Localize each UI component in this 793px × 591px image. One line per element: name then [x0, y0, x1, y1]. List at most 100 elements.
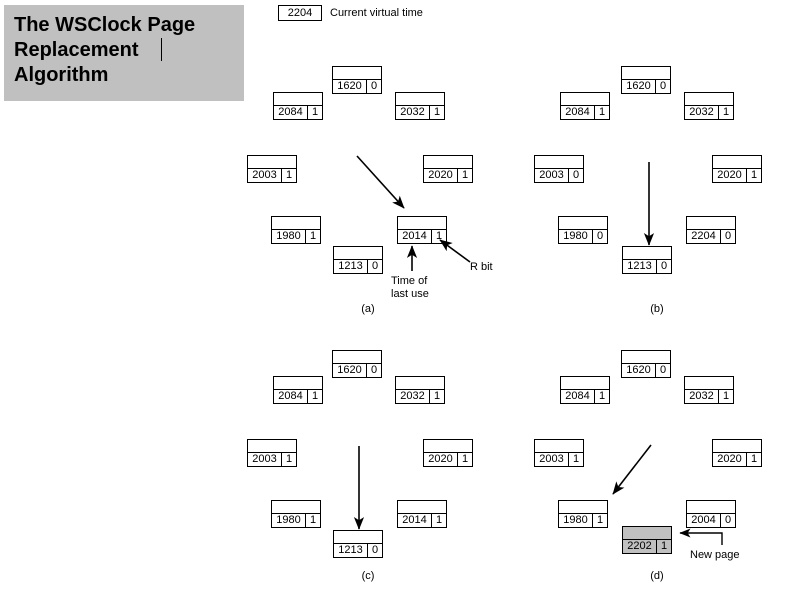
node-top-cell	[535, 440, 583, 453]
node-r-bit-value: 1	[750, 453, 758, 465]
node-time-value: 2032	[396, 390, 430, 403]
node-top-cell	[713, 156, 761, 169]
node-time-value: 2202	[623, 540, 657, 553]
node-time-value: 1213	[334, 260, 368, 273]
node-top-cell	[248, 156, 296, 169]
node-r-bit-value: 1	[750, 169, 758, 181]
node-time-value: 2204	[687, 230, 721, 243]
node-r-bit-value: 0	[370, 80, 378, 92]
node-top-cell	[561, 93, 609, 106]
node-top-cell	[334, 531, 382, 544]
node-top-cell	[424, 156, 472, 169]
panel-d-new-page-label: New page	[690, 549, 740, 561]
panel-a-time-of-last-use-label: Time of last use	[391, 275, 429, 300]
node-top-cell	[713, 440, 761, 453]
node-r-bit-value: 0	[660, 260, 668, 272]
node-time-value: 2084	[561, 390, 595, 403]
title-block: The WSClock Page Replacement Algorithm	[4, 5, 244, 101]
node-time-value: 2003	[535, 169, 569, 182]
node-top-cell	[622, 351, 670, 364]
node-time-value: 2084	[274, 390, 308, 403]
node-r-bit-value: 1	[311, 390, 319, 402]
node-top-cell	[424, 440, 472, 453]
node-r-bit-value: 1	[435, 230, 443, 242]
node-r-bit-value: 1	[461, 169, 469, 181]
node-top-cell	[623, 247, 671, 260]
panel-label-c: (c)	[361, 570, 375, 582]
node-top-cell	[396, 93, 444, 106]
node-time-value: 2084	[561, 106, 595, 119]
node-r-bit-value: 0	[371, 260, 379, 272]
node-time-value: 2003	[535, 453, 569, 466]
node-top-cell	[561, 377, 609, 390]
node-time-value: 1620	[622, 364, 656, 377]
node-top-cell	[685, 93, 733, 106]
node-r-bit-value: 1	[311, 106, 319, 118]
node-r-bit-value: 0	[371, 544, 379, 556]
node-time-value: 2004	[687, 514, 721, 527]
node-time-value: 1213	[334, 544, 368, 557]
node-top-cell	[559, 217, 607, 230]
node-r-bit-value: 1	[285, 169, 293, 181]
node-time-value: 2014	[398, 514, 432, 527]
node-time-value: 2003	[248, 169, 282, 182]
node-time-value: 1980	[559, 230, 593, 243]
node-top-cell	[685, 377, 733, 390]
node-top-cell	[334, 247, 382, 260]
node-top-cell	[396, 377, 444, 390]
node-r-bit-value: 0	[370, 364, 378, 376]
node-top-cell	[274, 93, 322, 106]
node-r-bit-value: 1	[598, 106, 606, 118]
node-top-cell	[398, 217, 446, 230]
node-r-bit-value: 1	[596, 514, 604, 526]
node-time-value: 1213	[623, 260, 657, 273]
node-time-value: 2020	[424, 453, 458, 466]
node-r-bit-value: 0	[572, 169, 580, 181]
node-time-value: 2003	[248, 453, 282, 466]
legend-label: Current virtual time	[330, 7, 423, 19]
node-top-cell	[272, 217, 320, 230]
node-r-bit-value: 0	[659, 80, 667, 92]
node-time-value: 1620	[622, 80, 656, 93]
